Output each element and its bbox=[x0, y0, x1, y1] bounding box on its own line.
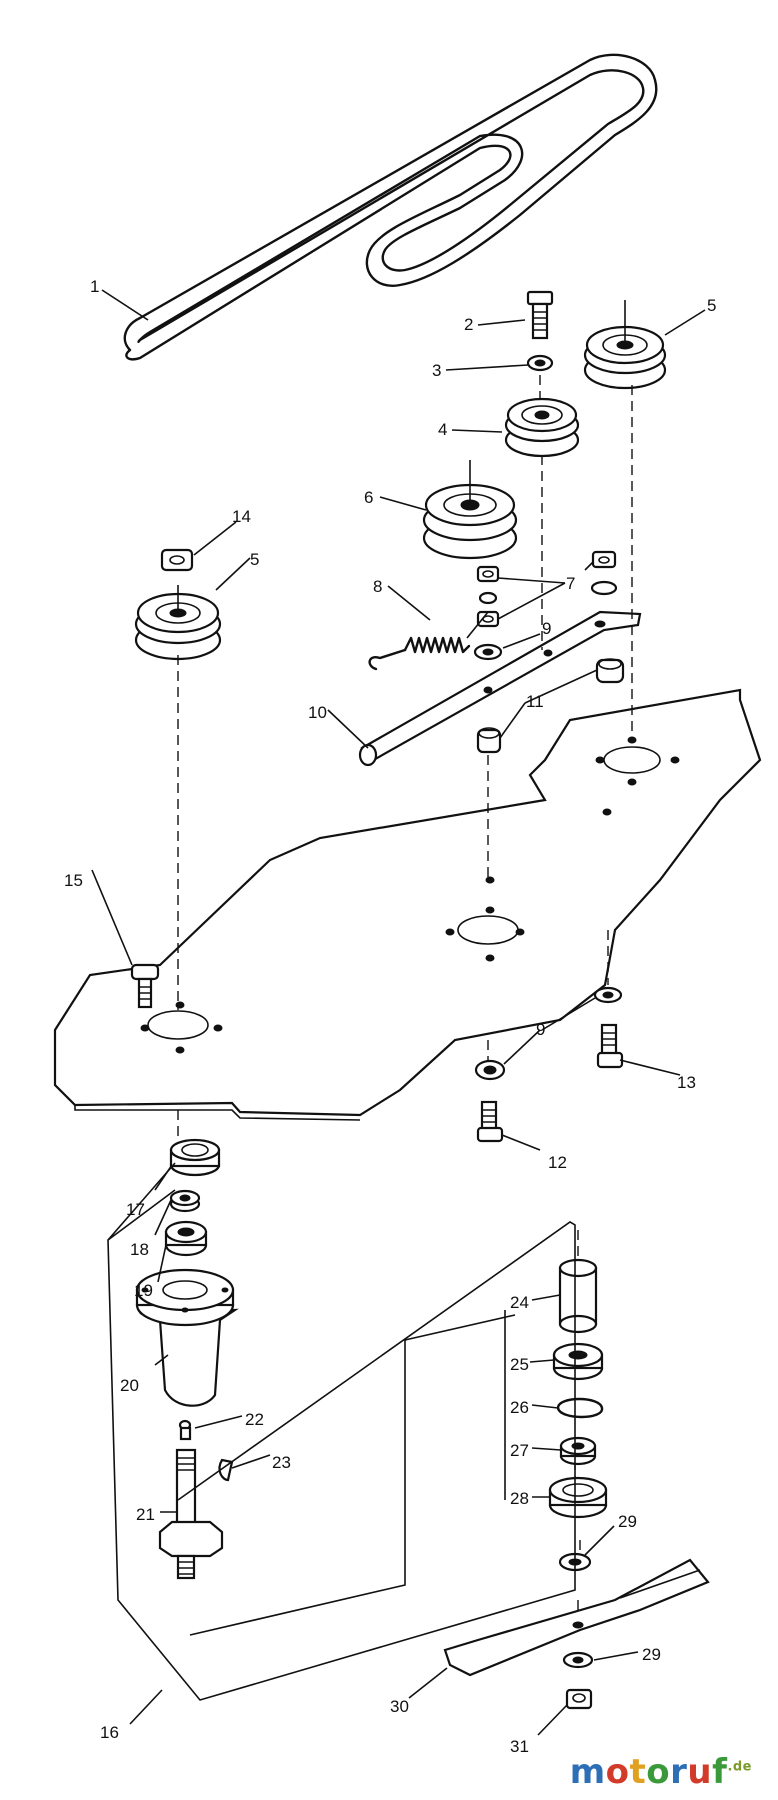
callout-5-right: 5 bbox=[707, 296, 716, 315]
callout-23: 23 bbox=[272, 1453, 291, 1472]
callout-30: 30 bbox=[390, 1697, 409, 1716]
nut-7c bbox=[591, 550, 617, 569]
pulley-6 bbox=[422, 460, 518, 560]
grease-fitting-22 bbox=[178, 1419, 192, 1441]
callout-13: 13 bbox=[677, 1073, 696, 1092]
callout-28: 28 bbox=[510, 1489, 529, 1508]
callout-26: 26 bbox=[510, 1398, 529, 1417]
pulley-5-right bbox=[583, 300, 667, 390]
nut-7b bbox=[476, 610, 500, 628]
callout-7: 7 bbox=[566, 574, 575, 593]
callout-11: 11 bbox=[526, 692, 544, 711]
key-23 bbox=[218, 1458, 234, 1482]
callout-20: 20 bbox=[120, 1376, 139, 1395]
callout-22: 22 bbox=[245, 1410, 264, 1429]
watermark-letter: o bbox=[646, 1752, 671, 1792]
washer-7-right bbox=[590, 580, 618, 596]
callout-21: 21 bbox=[136, 1505, 155, 1524]
bushing-11-left bbox=[476, 727, 502, 754]
idler-pulley-4 bbox=[504, 397, 580, 458]
tension-spring-8 bbox=[368, 611, 489, 671]
blade-30 bbox=[443, 1558, 710, 1677]
bushing-11-right bbox=[595, 658, 625, 684]
bolt-12 bbox=[476, 1100, 504, 1143]
callout-5-left: 5 bbox=[250, 550, 259, 569]
callout-9-lower: 9 bbox=[536, 1020, 545, 1039]
bolt-15 bbox=[130, 963, 160, 1009]
callout-18: 18 bbox=[130, 1240, 149, 1259]
washer-9-upper bbox=[473, 643, 503, 661]
spindle-housing-20 bbox=[135, 1268, 239, 1407]
washer-29-lower bbox=[562, 1651, 594, 1669]
callout-15: 15 bbox=[64, 871, 83, 890]
watermark-letter: u bbox=[687, 1752, 713, 1792]
nut-14 bbox=[160, 548, 194, 572]
bearing-19 bbox=[164, 1220, 208, 1257]
callout-10: 10 bbox=[308, 703, 327, 722]
callout-25: 25 bbox=[510, 1355, 529, 1374]
watermark-suffix: .de bbox=[727, 1759, 752, 1775]
callout-29-lower: 29 bbox=[642, 1645, 661, 1664]
watermark-text: motoruf bbox=[570, 1752, 728, 1792]
watermark-logo: motoruf.de bbox=[570, 1752, 752, 1792]
snap-ring-26 bbox=[556, 1397, 604, 1419]
bearing-18 bbox=[169, 1189, 201, 1213]
washer-7-left bbox=[478, 591, 498, 605]
spindle-seal-17 bbox=[169, 1138, 221, 1177]
callout-1: 1 bbox=[90, 277, 99, 296]
callout-6: 6 bbox=[364, 488, 373, 507]
idler-arm-10 bbox=[358, 610, 642, 767]
bushing-12-top bbox=[474, 1059, 506, 1081]
callout-labels: 1 2 3 4 5 6 7 8 9 10 11 14 5 15 9 13 12 … bbox=[64, 277, 716, 1756]
leader-lines bbox=[91, 289, 706, 1736]
callout-29-upper: 29 bbox=[618, 1512, 637, 1531]
bearing-25 bbox=[552, 1342, 604, 1381]
callout-3: 3 bbox=[432, 361, 441, 380]
bearing-27 bbox=[559, 1436, 597, 1466]
spacer-24 bbox=[558, 1258, 598, 1334]
callout-8: 8 bbox=[373, 577, 382, 596]
callout-2: 2 bbox=[464, 315, 473, 334]
housing-28 bbox=[548, 1476, 608, 1519]
bolt-13 bbox=[596, 1023, 624, 1069]
pulley-5-left bbox=[134, 585, 222, 661]
nut-7a bbox=[476, 565, 500, 583]
callout-4: 4 bbox=[438, 420, 447, 439]
callout-27: 27 bbox=[510, 1441, 529, 1460]
watermark-letter: r bbox=[670, 1752, 688, 1792]
bolt-top bbox=[526, 290, 554, 340]
callout-12: 12 bbox=[548, 1153, 567, 1172]
washer-9-lower bbox=[593, 986, 623, 1004]
mower-deck-plate bbox=[53, 688, 762, 1121]
washer-3 bbox=[526, 354, 554, 372]
nut-31 bbox=[565, 1688, 593, 1710]
callout-19: 19 bbox=[134, 1281, 153, 1300]
watermark-letter: t bbox=[629, 1752, 647, 1792]
callout-16: 16 bbox=[100, 1723, 119, 1742]
callout-17: 17 bbox=[126, 1200, 145, 1219]
watermark-letter: m bbox=[569, 1752, 606, 1792]
drive-belt bbox=[123, 53, 658, 361]
callout-31: 31 bbox=[510, 1737, 529, 1756]
callout-9-upper: 9 bbox=[542, 619, 551, 638]
callout-14: 14 bbox=[232, 507, 251, 526]
spindle-shaft-21 bbox=[158, 1448, 224, 1580]
callout-24: 24 bbox=[510, 1293, 529, 1312]
watermark-letter: f bbox=[712, 1752, 728, 1792]
watermark-letter: o bbox=[605, 1752, 630, 1792]
